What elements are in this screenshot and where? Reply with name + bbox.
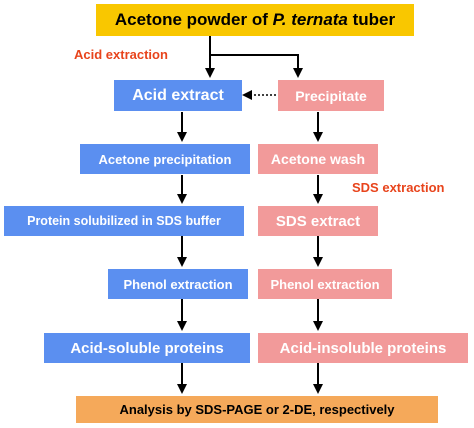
analysis-box: Analysis by SDS-PAGE or 2-DE, respective… (76, 396, 438, 423)
source-material-box: Acetone powder of P. ternata tuber (96, 4, 414, 36)
acid-soluble-proteins-box: Acid-soluble proteins (44, 333, 250, 363)
precipitate-box: Precipitate (278, 80, 384, 111)
left-phenol-extraction-box: Phenol extraction (108, 269, 248, 299)
source-prefix: Acetone powder of (114, 10, 273, 29)
right-phenol-extraction-box: Phenol extraction (258, 269, 392, 299)
acetone-wash-box: Acetone wash (258, 144, 378, 174)
sds-extract-box: SDS extract (258, 206, 378, 236)
acid-insoluble-proteins-box: Acid-insoluble proteins (258, 333, 468, 363)
acid-extraction-label: Acid extraction (74, 47, 168, 62)
arrow-top-to-precipitate (210, 54, 303, 78)
acid-extract-box: Acid extract (114, 80, 242, 111)
source-suffix: tuber (347, 10, 396, 29)
protein-solubilized-box: Protein solubilized in SDS buffer (4, 206, 244, 236)
acetone-precipitation-box: Acetone precipitation (80, 144, 250, 174)
sds-extraction-label: SDS extraction (352, 180, 445, 195)
source-species: P. ternata (272, 10, 348, 29)
